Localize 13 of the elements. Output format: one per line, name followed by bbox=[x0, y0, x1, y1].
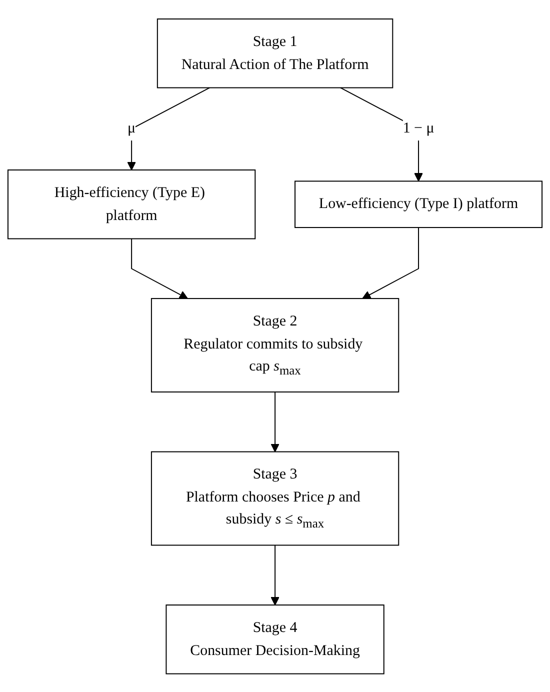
node-box: Stage 3 Platform chooses Price p and subsidy s ≤ s$_{max}$ bbox=[150, 450, 400, 546]
node-box: Stage 4 Consumer Decision-Making bbox=[166, 604, 384, 674]
edge-label: 1 − μ bbox=[402, 120, 434, 136]
node-box: High-efficiency (Type E) platform bbox=[7, 169, 256, 239]
arrow bbox=[270, 391, 280, 452]
arrow bbox=[127, 86, 210, 170]
node-box: Low-efficiency (Type I) platform bbox=[294, 180, 543, 228]
node-box: Stage 1 Natural Action of The Platform bbox=[156, 18, 394, 88]
node-box: Stage 2 Regulator commits to subsidy cap s$_{max}$ bbox=[150, 298, 400, 392]
arrow bbox=[270, 544, 280, 606]
arrow bbox=[362, 226, 420, 299]
edge-label: μ bbox=[128, 120, 136, 136]
arrow bbox=[131, 238, 188, 299]
